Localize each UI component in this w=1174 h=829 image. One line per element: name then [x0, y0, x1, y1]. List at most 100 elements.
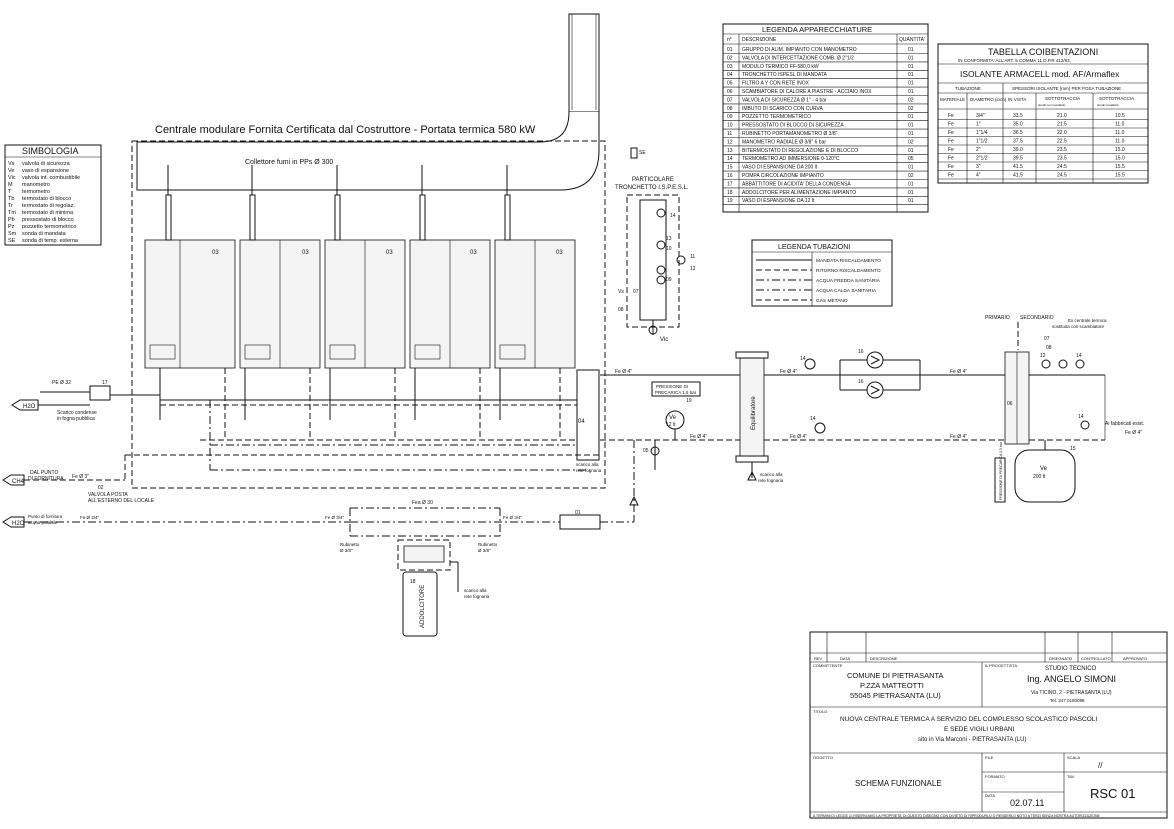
- main-title: Centrale modulare Fornita Certificata da…: [155, 124, 536, 136]
- coib-cell: 33.5: [1013, 113, 1023, 119]
- coib-h-sotto2b: (locali riscaldati): [1097, 103, 1119, 107]
- particolare-label-2: TRONCHETTO I.S.P.E.S.L.: [615, 185, 689, 191]
- pressione-1: PRESSIONE DI: [656, 384, 688, 389]
- fe-half-1: Fe Ø 3/4": [80, 515, 100, 520]
- punto-fornitura-2: acqua potabile: [28, 520, 58, 525]
- fe4-c: Fe Ø 4": [780, 369, 797, 375]
- app-row-qty: 02: [908, 106, 914, 112]
- app-row-n: 17: [727, 181, 733, 187]
- coib-subtitle: IN CONFORMITA' ALL'ART. 5 COMMA 11 D.P.R…: [958, 58, 1071, 63]
- tb-titolo-1: NUOVA CENTRALE TERMICA A SERVIZIO DEL CO…: [840, 716, 1097, 723]
- app-row-n: 11: [727, 131, 732, 137]
- tub-legend-item: ACQUA FREDDA SANITARIA: [816, 278, 881, 284]
- coib-cell: 24.5: [1057, 173, 1067, 179]
- app-row-n: 08: [727, 106, 733, 112]
- fe-30: Fea Ø 30: [412, 500, 433, 506]
- simbologia-desc: vaso di espansione: [22, 168, 69, 174]
- tag-08b: 08: [1046, 345, 1052, 351]
- tag-14e: 14: [1078, 414, 1084, 420]
- coib-cell: 3": [976, 164, 981, 170]
- tb-studio: STUDIO TECNICO: [1045, 666, 1097, 672]
- dal-punto-1: DAL PUNTO: [30, 470, 58, 476]
- app-row-qty: 01: [908, 181, 914, 187]
- scarico-fogna-b1: scarico alla: [464, 588, 487, 593]
- simbologia-symbol: M: [8, 182, 13, 188]
- coib-cell: Fe: [948, 139, 954, 145]
- ai-fabbricati-2: Fe Ø 4": [1125, 430, 1142, 436]
- fe4-f: Fe Ø 4": [950, 434, 967, 440]
- se-sensor: [630, 147, 638, 159]
- ai-fabbricati-1: Ai fabbricati esist.: [1105, 421, 1144, 427]
- coib-cell: 15.5: [1115, 164, 1125, 170]
- legenda-app-col-n: n°: [727, 37, 732, 43]
- scarico-condense-1: Scarico condense: [57, 410, 97, 416]
- boiler-modules: 03 03 03 03 03: [144, 165, 576, 369]
- pressione-2: PRECARICA 1,5 bar: [655, 390, 697, 395]
- centrale-enclosure: [131, 140, 606, 489]
- tub-legend-item: GAS METANO: [816, 298, 848, 304]
- coib-cell: 39.5: [1013, 156, 1023, 162]
- tb-scala: //: [1098, 761, 1103, 770]
- coib-h-sotto1: SOTTOTRACCIA: [1045, 96, 1080, 101]
- tb-tav: RSC 01: [1090, 786, 1136, 801]
- coib-cell: 21.0: [1057, 113, 1067, 119]
- simbologia-symbol: Tm: [8, 210, 16, 216]
- app-row-n: 16: [727, 173, 733, 179]
- coib-cell: 22.0: [1057, 130, 1067, 136]
- app-row-desc: TRONCHETTO ISPESL DI MANDATA: [742, 72, 827, 78]
- app-row-desc: MANOMETRO RADIALE Ø 3/8" 6 bar: [742, 139, 826, 145]
- app-row-desc: POZZETTO TERMOMETRICO: [742, 114, 811, 120]
- app-row-qty: 01: [908, 47, 914, 53]
- fe4-a: Fe Ø 4": [615, 369, 632, 375]
- coib-cell: 11.0: [1115, 130, 1125, 136]
- ve12-1: Ve: [669, 415, 677, 421]
- app-row-qty: 05: [908, 156, 914, 162]
- tabella-coibentazioni: TABELLA COIBENTAZIONI IN CONFORMITA' ALL…: [937, 43, 1149, 184]
- tag-19: 19: [686, 398, 692, 404]
- supply-lines: 17 PE Ø 32 H2O Scarico condense in fogna…: [2, 380, 635, 553]
- coib-cell: 41.5: [1013, 164, 1023, 170]
- coib-cell: 36.5: [1013, 130, 1023, 136]
- coib-cell: 3/4": [976, 113, 985, 119]
- simbologia-desc: pozzetto termometrico: [22, 224, 76, 230]
- app-row-qty: 02: [908, 173, 914, 179]
- app-row-n: 12: [727, 139, 733, 145]
- app-row-desc: MODULO TERMICO FF-580,0 kW: [742, 64, 819, 70]
- primario-label: PRIMARIO: [985, 315, 1010, 321]
- tb-formato-label: FORMATO: [985, 774, 1005, 779]
- app-row-qty: 02: [908, 97, 914, 103]
- app-row-n: 15: [727, 165, 733, 171]
- tb-data-h: DATA: [840, 656, 850, 661]
- simbologia-desc: sonda di temp. esterna: [22, 238, 79, 244]
- app-row-desc: GRUPPO DI ALIM. IMPIANTO CON MANOMETRO: [742, 47, 857, 53]
- tb-indirizzo: Via TICINO, 2 - PIETRASANTA (LU): [1031, 690, 1112, 696]
- coib-h-sotto1b: (locali non riscaldati): [1038, 103, 1065, 107]
- coib-cell: 37.5: [1013, 139, 1023, 145]
- app-row-desc: SCAMBIATORE DI CALORE A PIASTRE - ACCIAI…: [742, 89, 872, 95]
- coib-cell: 2": [976, 147, 981, 153]
- valvola-posta-1: VALVOLA POSTA: [88, 492, 128, 498]
- tag-17: 17: [102, 380, 108, 386]
- simbologia-desc: valvola di sicurezza: [22, 161, 71, 167]
- scarico-fogna-a1: scarico alla: [760, 472, 783, 477]
- leg-tub-title: LEGENDA TUBAZIONI: [778, 244, 850, 251]
- title-block: REV DATA DESCRIZIONE DISEGNATO CONTROLLA…: [809, 631, 1168, 819]
- coib-cell: 11.0: [1115, 139, 1125, 145]
- tub-legend-item: RITORNO RISCALDAMENTO: [816, 268, 881, 274]
- app-row-n: 10: [727, 123, 733, 129]
- tb-footer: A TERMINI DI LEGGE CI RISERVIAMO LA PROP…: [813, 814, 1100, 818]
- tb-disegnato: DISEGNATO: [1049, 656, 1072, 661]
- ve200-1: Ve: [1040, 466, 1048, 472]
- secondario-label: SECONDARIO: [1020, 315, 1054, 321]
- app-row-desc: POMPA CIRCOLAZIONE IMPIANTO: [742, 173, 824, 179]
- app-row-qty: 01: [908, 81, 914, 87]
- tag-11: 11: [690, 254, 695, 260]
- coib-cell: 1": [976, 122, 981, 128]
- module-label: 03: [470, 250, 477, 256]
- tag-14: 14: [670, 213, 676, 219]
- simbologia-symbol: T: [8, 189, 12, 195]
- legenda-app-col-qty: QUANTITA': [899, 37, 925, 43]
- coib-cell: 11.0: [1115, 122, 1125, 128]
- tb-titolo-3: sito in Via Marconi - PIETRASANTA (LU): [918, 737, 1026, 743]
- main-piping: PRESSIONE DI PRECARICA 1,5 bar Ve 12 lt …: [576, 369, 740, 515]
